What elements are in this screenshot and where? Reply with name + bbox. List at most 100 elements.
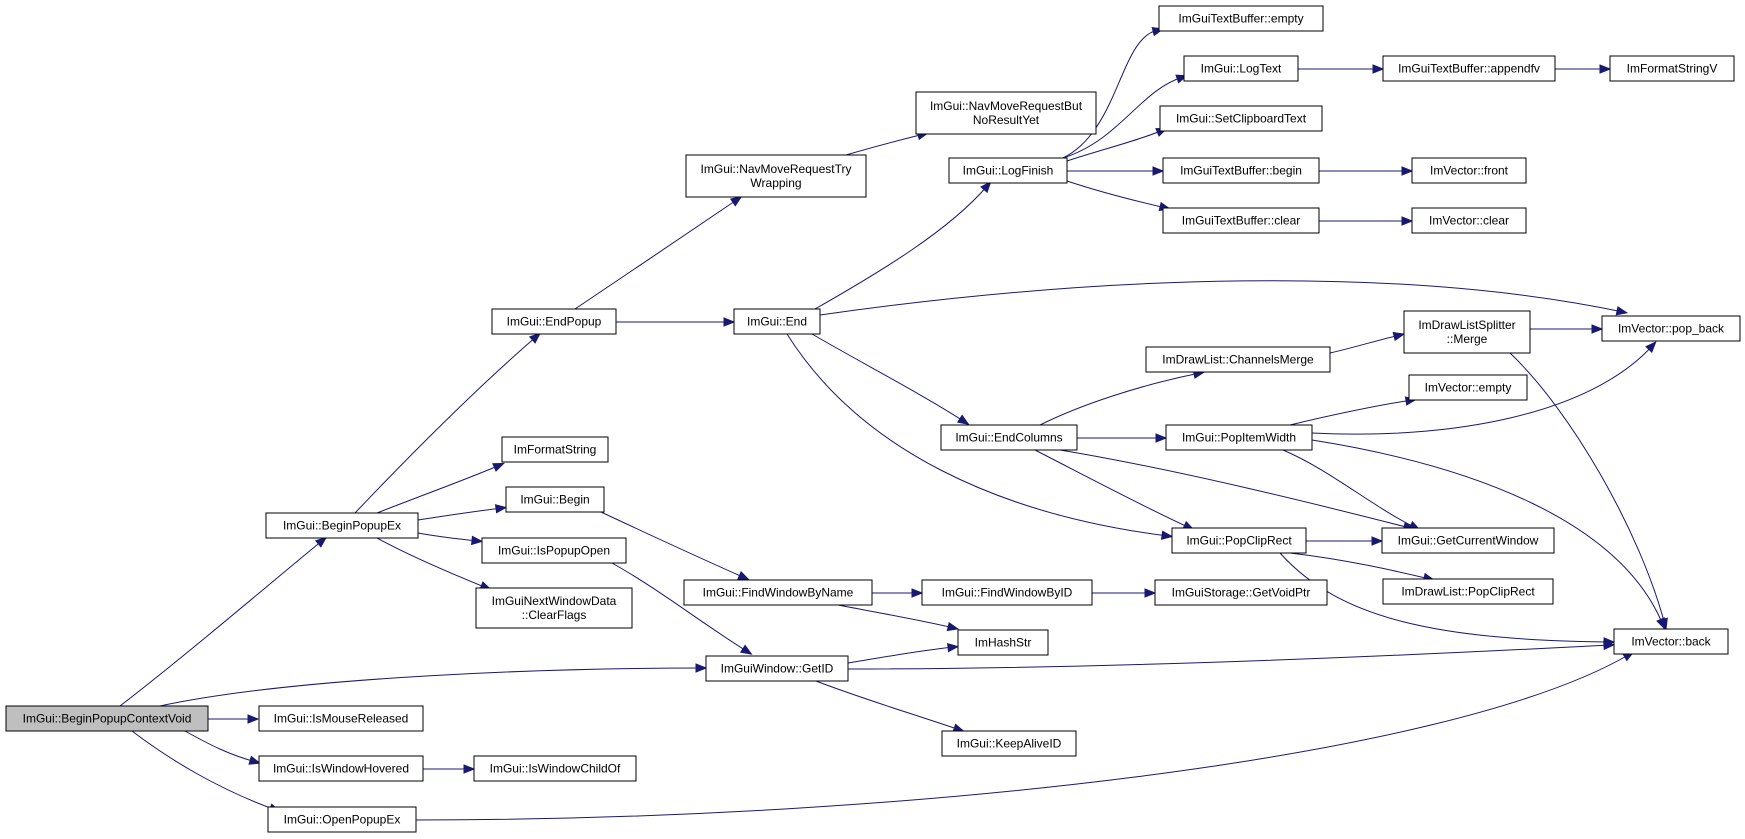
edge-navTryWrapping-to-navButNoResult <box>845 133 925 156</box>
node-logText[interactable]: ImGui::LogText <box>1183 55 1299 82</box>
node-label: ImHashStr <box>975 636 1032 650</box>
edge-getID-to-vBack <box>847 644 1611 670</box>
node-box <box>265 512 419 539</box>
node-isMouseReleased[interactable]: ImGui::IsMouseReleased <box>258 705 424 732</box>
node-box <box>1154 579 1328 606</box>
node-vBack[interactable]: ImVector::back <box>1613 628 1729 655</box>
node-imFormatStringV[interactable]: ImFormatStringV <box>1609 55 1735 82</box>
node-popItemWidth[interactable]: ImGui::PopItemWidth <box>1165 424 1313 451</box>
node-getCurrentWindow[interactable]: ImGui::GetCurrentWindow <box>1381 527 1555 554</box>
node-popClipRect[interactable]: ImGui::PopClipRect <box>1171 527 1307 554</box>
node-box <box>491 308 617 335</box>
node-splitterMerge[interactable]: ImDrawListSplitter::Merge <box>1403 310 1531 354</box>
node-box <box>1171 527 1307 554</box>
edge-channelsMerge-to-splitterMerge <box>1329 334 1401 354</box>
node-box <box>915 91 1097 135</box>
arrowhead-isWindowHovered-to-isWindowChildOf <box>463 764 476 774</box>
node-endColumns[interactable]: ImGui::EndColumns <box>940 424 1078 451</box>
node-label: ImGui::BeginPopupContextVoid <box>23 712 192 726</box>
node-box <box>5 705 209 732</box>
node-nwdClearFlags[interactable]: ImGuiNextWindowData::ClearFlags <box>475 587 633 629</box>
node-findWindowByID[interactable]: ImGui::FindWindowByID <box>921 579 1093 606</box>
node-box <box>1145 346 1331 373</box>
node-getID[interactable]: ImGuiWindow::GetID <box>705 655 849 682</box>
node-label: ImGuiTextBuffer::begin <box>1180 164 1302 178</box>
node-label: ImGui::EndPopup <box>507 315 602 329</box>
node-openPopupEx[interactable]: ImGui::OpenPopupEx <box>267 806 417 833</box>
arrowhead-end-to-vPopBack <box>1615 306 1629 316</box>
arrowhead-findWindowByName-to-findWindowByID <box>911 588 924 598</box>
edge-end-to-logFinish <box>814 184 989 310</box>
edge-splitterMerge-to-vBack <box>1509 352 1666 626</box>
node-label: ImGui::GetCurrentWindow <box>1398 534 1539 548</box>
node-label: ImGui::SetClipboardText <box>1176 112 1307 126</box>
edge-beginPopupContextVoid-to-beginPopupEx <box>119 539 324 707</box>
edge-popClipRect-to-dlPopClipRect <box>1289 552 1431 580</box>
node-isWindowHovered[interactable]: ImGui::IsWindowHovered <box>258 755 424 782</box>
node-label: ImGui::LogText <box>1201 62 1282 76</box>
arrowhead-popItemWidth-to-vBack <box>1656 617 1666 630</box>
node-box <box>505 486 605 513</box>
arrowhead-beginPopupContextVoid-to-isMouseReleased <box>247 714 260 724</box>
node-begin[interactable]: ImGui::Begin <box>505 486 605 513</box>
node-endPopup[interactable]: ImGui::EndPopup <box>491 308 617 335</box>
node-end[interactable]: ImGui::End <box>733 308 821 335</box>
node-label: ImGui::LogFinish <box>963 164 1054 178</box>
edge-endColumns-to-getCurrentWindow <box>1059 449 1411 529</box>
node-vFront[interactable]: ImVector::front <box>1411 157 1527 184</box>
node-box <box>1382 55 1556 82</box>
node-box <box>473 755 637 782</box>
node-beginPopupContextVoid[interactable]: ImGui::BeginPopupContextVoid <box>5 705 209 732</box>
edge-popItemWidth-to-vEmpty <box>1289 399 1413 426</box>
node-beginPopupEx[interactable]: ImGui::BeginPopupEx <box>265 512 419 539</box>
node-box <box>1601 315 1741 342</box>
node-box <box>1411 157 1527 184</box>
node-logFinish[interactable]: ImGui::LogFinish <box>948 157 1068 184</box>
edge-beginPopupEx-to-begin <box>417 507 503 521</box>
arrowhead-channelsMerge-to-splitterMerge <box>1392 331 1406 342</box>
node-label: ImDrawListSplitter <box>1418 318 1515 332</box>
node-getVoidPtr[interactable]: ImGuiStorage::GetVoidPtr <box>1154 579 1328 606</box>
node-label: ImGui::OpenPopupEx <box>284 813 401 827</box>
arrowhead-tbClear-to-vClear <box>1401 216 1414 226</box>
node-findWindowByName[interactable]: ImGui::FindWindowByName <box>683 579 873 606</box>
node-vClear[interactable]: ImVector::clear <box>1411 207 1527 234</box>
node-vPopBack[interactable]: ImVector::pop_back <box>1601 315 1741 342</box>
node-label: ImGuiWindow::GetID <box>721 662 834 676</box>
node-box <box>1382 578 1554 605</box>
edge-end-to-vPopBack <box>819 280 1624 316</box>
node-box <box>1613 628 1729 655</box>
node-channelsMerge[interactable]: ImDrawList::ChannelsMerge <box>1145 346 1331 373</box>
node-box <box>267 806 417 833</box>
edge-popClipRect-to-vBack <box>1279 552 1611 643</box>
node-tbClear[interactable]: ImGuiTextBuffer::clear <box>1162 207 1320 234</box>
node-tbBegin[interactable]: ImGuiTextBuffer::begin <box>1162 157 1320 184</box>
node-box <box>1403 310 1531 354</box>
node-imFormatString[interactable]: ImFormatString <box>501 436 609 463</box>
arrowhead-popItemWidth-to-vPopBack <box>1645 341 1657 353</box>
node-dlPopClipRect[interactable]: ImDrawList::PopClipRect <box>1382 578 1554 605</box>
node-tbEmpty[interactable]: ImGuiTextBuffer::empty <box>1158 5 1324 32</box>
node-label: ImGuiNextWindowData <box>492 594 617 608</box>
node-vEmpty[interactable]: ImVector::empty <box>1408 374 1528 401</box>
node-tbAppendfv[interactable]: ImGuiTextBuffer::appendfv <box>1382 55 1556 82</box>
node-setClipboardText[interactable]: ImGui::SetClipboardText <box>1159 105 1323 132</box>
node-keepAliveID[interactable]: ImGui::KeepAliveID <box>941 730 1077 757</box>
node-box <box>475 587 633 629</box>
node-isPopupOpen[interactable]: ImGui::IsPopupOpen <box>481 537 627 564</box>
node-label: ImGui::FindWindowByID <box>942 586 1073 600</box>
arrowhead-popClipRect-to-vBack <box>1603 637 1616 647</box>
node-isWindowChildOf[interactable]: ImGui::IsWindowChildOf <box>473 755 637 782</box>
arrowhead-beginPopupEx-to-begin <box>494 504 508 514</box>
node-label: ImGuiStorage::GetVoidPtr <box>1172 586 1311 600</box>
arrowhead-logText-to-tbAppendfv <box>1372 64 1385 74</box>
node-box <box>685 154 867 198</box>
node-imHashStr[interactable]: ImHashStr <box>957 629 1049 656</box>
arrowhead-endPopup-to-navTryWrapping <box>729 195 743 207</box>
node-box <box>1162 157 1320 184</box>
node-label: ImGui::KeepAliveID <box>957 737 1062 751</box>
edge-findWindowByName-to-imHashStr <box>837 604 955 629</box>
edge-getID-to-imHashStr <box>847 646 955 664</box>
